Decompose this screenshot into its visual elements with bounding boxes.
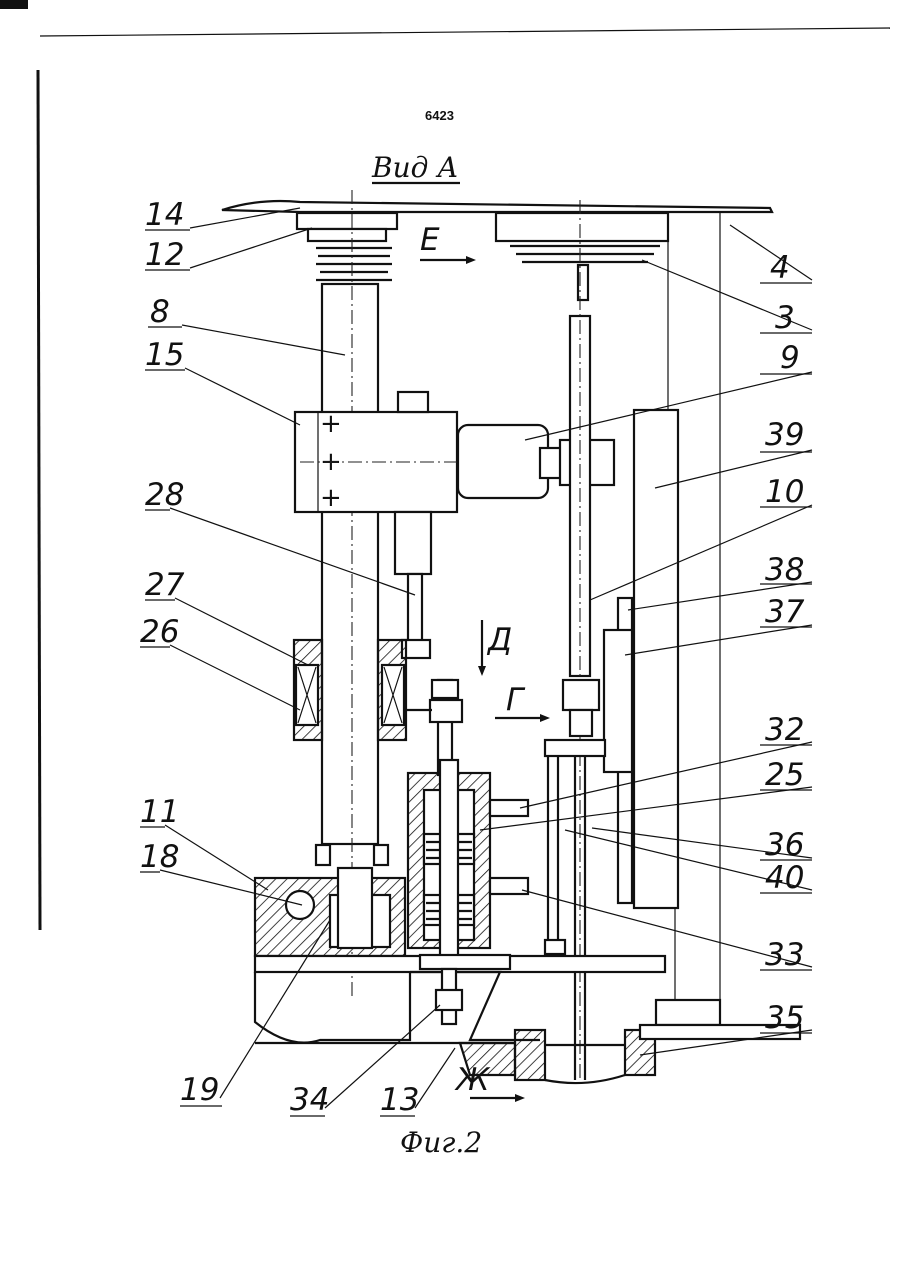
base-outline (255, 972, 540, 1043)
right-upper-housing (496, 213, 668, 241)
label-34: 34 (290, 1082, 329, 1118)
block-37 (604, 630, 632, 772)
label-15: 15 (145, 337, 184, 373)
left-scan-edge (38, 70, 40, 930)
column-8 (322, 284, 378, 844)
label-40: 40 (765, 860, 804, 896)
pulley-3 (510, 246, 660, 262)
label-18: 18 (140, 839, 179, 875)
direction-d: Д (486, 622, 512, 658)
label-32: 32 (765, 712, 804, 748)
direction-zh: Ж (454, 1062, 491, 1098)
label-8: 8 (150, 294, 170, 330)
rod-28 (408, 574, 422, 644)
rod-10-head (563, 680, 599, 710)
label-36: 36 (765, 827, 804, 863)
top-rule (40, 28, 890, 36)
label-10: 10 (765, 474, 804, 510)
collar (316, 845, 330, 865)
upper-flange-12b (308, 229, 386, 241)
label-27: 27 (145, 567, 185, 603)
label-35: 35 (765, 1000, 804, 1036)
fitting-33 (490, 878, 528, 894)
nut-top (432, 680, 458, 698)
lower-flange (420, 955, 510, 969)
label-13: 13 (380, 1082, 419, 1118)
cross-3: + (320, 483, 342, 513)
corner-mark (0, 0, 28, 9)
label-4: 4 (770, 250, 790, 286)
label-11: 11 (140, 794, 179, 830)
piston-rod (440, 760, 458, 960)
step-block (656, 1000, 720, 1025)
label-38: 38 (765, 552, 804, 588)
label-19: 19 (180, 1072, 219, 1108)
upper-flange-12 (297, 213, 397, 229)
bracket-top (545, 740, 605, 756)
nut-mid (430, 700, 462, 722)
cup-35-left (515, 1030, 545, 1080)
label-14: 14 (145, 197, 184, 233)
label-12: 12 (145, 237, 184, 273)
top-frame-plate (222, 201, 772, 212)
pulley-12 (316, 248, 392, 280)
view-title: Вид А (371, 151, 458, 184)
panel-39 (634, 410, 678, 908)
collar-2 (374, 845, 388, 865)
label-39: 39 (765, 417, 804, 453)
label-28: 28 (145, 477, 184, 513)
label-3: 3 (775, 300, 795, 336)
label-33: 33 (765, 937, 804, 973)
direction-g: Г (506, 682, 526, 718)
figure-caption: Фиг.2 (400, 1126, 482, 1159)
slider-cap (398, 392, 428, 412)
label-26: 26 (140, 614, 179, 650)
lower-nut-34 (436, 990, 462, 1010)
cross-1: + (320, 409, 342, 439)
label-9: 9 (780, 340, 800, 376)
rod-28-upper (395, 512, 431, 574)
bar-foot (545, 940, 565, 954)
label-37: 37 (765, 594, 805, 630)
hub-core (338, 868, 372, 948)
arm-9 (458, 425, 548, 498)
label-25: 25 (765, 757, 804, 793)
page-number: 6423 (425, 108, 454, 123)
direction-e: Е (420, 222, 440, 258)
rod-10-tip (570, 710, 592, 736)
